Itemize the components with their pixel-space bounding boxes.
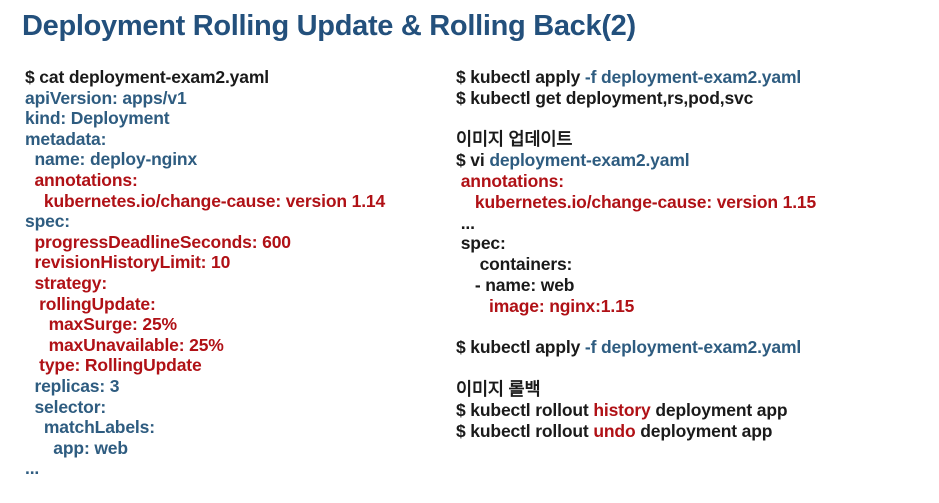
left-code-token: selector: (34, 396, 107, 417)
left-code-line: strategy: (25, 273, 445, 294)
right-code-token: deployment app (635, 420, 773, 441)
left-code-line: selector: (25, 397, 445, 418)
right-code-token: - name: web (474, 274, 575, 295)
right-code-line (456, 109, 939, 130)
left-code-line: maxUnavailable: 25% (25, 335, 445, 356)
left-code-token: kind: Deployment (25, 108, 170, 129)
left-code-indent (25, 335, 49, 355)
right-code-token: spec: (460, 233, 506, 254)
right-code-token: undo (593, 420, 636, 441)
left-code-line: replicas: 3 (25, 376, 445, 397)
left-code-token: ... (25, 458, 40, 479)
right-code-line: $ kubectl rollout history deployment app (456, 400, 939, 421)
left-code-line: annotations: (25, 170, 445, 191)
right-code-line: spec: (456, 233, 939, 254)
right-code-token: kubernetes.io/change-cause: version 1.15 (474, 191, 817, 212)
right-code-token: deployment-exam2.yaml (489, 150, 690, 171)
left-code-token: kubernetes.io/change-cause: version 1.14 (43, 190, 386, 211)
left-code-token: maxUnavailable: 25% (48, 334, 224, 355)
page-title: Deployment Rolling Update & Rolling Back… (22, 10, 636, 42)
right-code-token: $ kubectl get deployment,rs,pod,svc (456, 87, 754, 108)
left-code-token: maxSurge: 25% (48, 314, 178, 335)
right-code-line: kubernetes.io/change-cause: version 1.15 (456, 192, 939, 213)
left-code-indent (25, 314, 49, 334)
right-code-line: $ kubectl apply -f deployment-exam2.yaml (456, 67, 939, 88)
right-code-token: $ kubectl rollout (456, 399, 594, 420)
left-code-line: kubernetes.io/change-cause: version 1.14 (25, 191, 445, 212)
left-code-token: rollingUpdate: (39, 293, 156, 314)
left-code-token: app: web (53, 437, 128, 458)
right-code-token: deployment app (650, 399, 788, 420)
right-code-line: $ vi deployment-exam2.yaml (456, 150, 939, 171)
right-code-indent (456, 296, 489, 316)
right-code-line: annotations: (456, 171, 939, 192)
right-code-indent (456, 254, 480, 274)
left-code-line: kind: Deployment (25, 108, 445, 129)
left-code-line: matchLabels: (25, 417, 445, 438)
left-code-token: metadata: (25, 128, 107, 149)
left-code-line: type: RollingUpdate (25, 355, 445, 376)
left-code-line: progressDeadlineSeconds: 600 (25, 232, 445, 253)
right-code-line: $ kubectl get deployment,rs,pod,svc (456, 88, 939, 109)
right-code-line: image: nginx:1.15 (456, 296, 939, 317)
left-code-token: name: deploy-nginx (34, 149, 198, 170)
left-code-indent (25, 294, 39, 314)
left-code-token: replicas: 3 (34, 375, 120, 396)
left-code-line: name: deploy-nginx (25, 149, 445, 170)
left-code-indent (25, 417, 44, 437)
right-code-token: annotations: (460, 170, 564, 191)
right-code-line (456, 317, 939, 338)
right-code-token: -f deployment-exam2.yaml (584, 337, 802, 358)
left-code-indent (25, 191, 44, 211)
left-code-line: rollingUpdate: (25, 294, 445, 315)
right-code-line: - name: web (456, 275, 939, 296)
left-code-token: $ cat deployment-exam2.yaml (25, 67, 269, 87)
right-code-indent (456, 192, 475, 212)
left-code-token: spec: (25, 211, 70, 232)
right-code-token: $ kubectl apply (456, 337, 585, 358)
right-code-token: $ kubectl apply (456, 67, 585, 87)
right-code-token: -f deployment-exam2.yaml (584, 67, 802, 87)
right-code-token: $ vi (456, 150, 490, 171)
right-code-line: 이미지 업데이트 (456, 129, 939, 150)
left-code-line: apiVersion: apps/v1 (25, 88, 445, 109)
right-code-line (456, 358, 939, 379)
left-code-token: revisionHistoryLimit: 10 (34, 252, 231, 273)
left-code-token: type: RollingUpdate (39, 355, 202, 376)
left-code-token: apiVersion: apps/v1 (25, 87, 187, 108)
right-code-token: image: nginx:1.15 (489, 295, 635, 316)
right-code-token: $ kubectl rollout (456, 420, 594, 441)
left-code-line: metadata: (25, 129, 445, 150)
left-code-line: app: web (25, 438, 445, 459)
right-code-indent (456, 275, 475, 295)
right-code-token: ... (460, 212, 475, 233)
right-code-token: history (593, 399, 651, 420)
left-code-indent (25, 355, 39, 375)
left-code-token: strategy: (34, 272, 108, 293)
right-code-line: ... (456, 213, 939, 234)
left-code-line: maxSurge: 25% (25, 314, 445, 335)
left-code-indent (25, 438, 53, 458)
left-code-line: revisionHistoryLimit: 10 (25, 252, 445, 273)
right-code-line: $ kubectl apply -f deployment-exam2.yaml (456, 337, 939, 358)
right-code-line: 이미지 롤백 (456, 379, 939, 400)
left-code-token: matchLabels: (43, 417, 155, 438)
right-code-token: 이미지 롤백 (456, 378, 541, 399)
left-code-line: spec: (25, 211, 445, 232)
left-code-line: $ cat deployment-exam2.yaml (25, 67, 445, 88)
right-code-token: containers: (479, 254, 573, 275)
right-code-column: $ kubectl apply -f deployment-exam2.yaml… (456, 67, 939, 441)
left-code-token: progressDeadlineSeconds: 600 (34, 231, 291, 252)
right-code-token: 이미지 업데이트 (456, 129, 573, 150)
left-code-token: annotations: (34, 169, 138, 190)
right-code-line: $ kubectl rollout undo deployment app (456, 421, 939, 442)
left-code-line: ... (25, 458, 445, 479)
right-code-line: containers: (456, 254, 939, 275)
